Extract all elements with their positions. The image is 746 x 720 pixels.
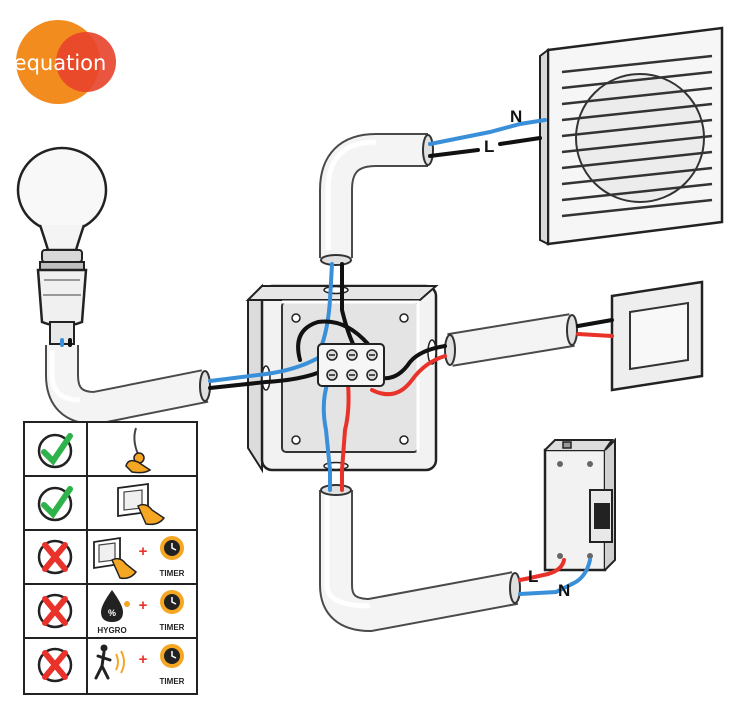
timer-icon bbox=[160, 536, 184, 560]
breaker-neutral-label: N bbox=[558, 581, 570, 600]
timer-icon bbox=[160, 644, 184, 668]
compatibility-table: + TIMER % HYGRO + bbox=[23, 421, 198, 695]
equation-logo: equation bbox=[14, 20, 116, 104]
timer-icon bbox=[160, 590, 184, 614]
cross-icon bbox=[37, 539, 73, 575]
wire-box-red-internal bbox=[340, 382, 351, 472]
hygro-label: HYGRO bbox=[97, 626, 126, 635]
plus-label: + bbox=[139, 597, 148, 614]
plus-label: + bbox=[139, 651, 148, 668]
wire-breaker-live-up bbox=[546, 558, 566, 576]
timer-label: TIMER bbox=[160, 623, 185, 632]
plus-label: + bbox=[139, 543, 148, 560]
conduit-ends bbox=[199, 134, 578, 604]
wire-switch-box-switched bbox=[370, 354, 447, 397]
conduit-breaker bbox=[319, 490, 519, 633]
wall-switch bbox=[610, 280, 704, 392]
wire-switch-box-live bbox=[380, 344, 447, 381]
breaker-live-label: L bbox=[528, 567, 538, 586]
cross-icon bbox=[37, 593, 73, 629]
breaker-wire-labels: L N bbox=[528, 567, 570, 600]
wire-fan-live-2 bbox=[498, 136, 542, 146]
conduit-fan bbox=[319, 133, 428, 258]
extractor-fan bbox=[539, 26, 724, 246]
wire-fan-neutral bbox=[428, 118, 547, 146]
circuit-breaker bbox=[543, 437, 616, 572]
fan-live-label: L bbox=[484, 137, 494, 156]
terminal-block bbox=[317, 343, 385, 387]
table-row bbox=[37, 427, 152, 474]
wire-breaker-neutral bbox=[518, 582, 574, 596]
fan-wire-labels: N L bbox=[484, 107, 522, 156]
switch-icon bbox=[93, 536, 138, 580]
table-row: + TIMER bbox=[37, 536, 185, 580]
wire-breaker-live bbox=[518, 572, 550, 582]
conduit-switch bbox=[447, 313, 575, 367]
wire-box-black-loop bbox=[296, 319, 370, 362]
hygrostat-icon: % bbox=[101, 590, 130, 622]
wire-fan-live bbox=[428, 148, 480, 158]
wire-switch-switched bbox=[576, 332, 614, 338]
check-icon bbox=[37, 486, 73, 522]
timer-label: TIMER bbox=[160, 677, 185, 686]
wire-switch-live bbox=[576, 318, 614, 328]
cross-icon bbox=[37, 647, 73, 683]
table-row: + TIMER bbox=[37, 644, 185, 686]
hygro-percent-label: % bbox=[108, 608, 116, 618]
fan-neutral-label: N bbox=[510, 107, 522, 126]
table-row bbox=[37, 482, 166, 526]
conduit-lamp bbox=[45, 345, 209, 426]
wire-breaker-neutral-up bbox=[570, 558, 592, 586]
switch-icon bbox=[117, 482, 166, 526]
table-row: % HYGRO + TIMER bbox=[37, 590, 185, 635]
check-icon bbox=[37, 433, 73, 469]
logo-text: equation bbox=[14, 51, 107, 75]
motion-sensor-icon bbox=[94, 644, 125, 680]
light-bulb bbox=[16, 146, 108, 345]
timer-label: TIMER bbox=[160, 569, 185, 578]
pull-cord-icon bbox=[125, 427, 152, 474]
